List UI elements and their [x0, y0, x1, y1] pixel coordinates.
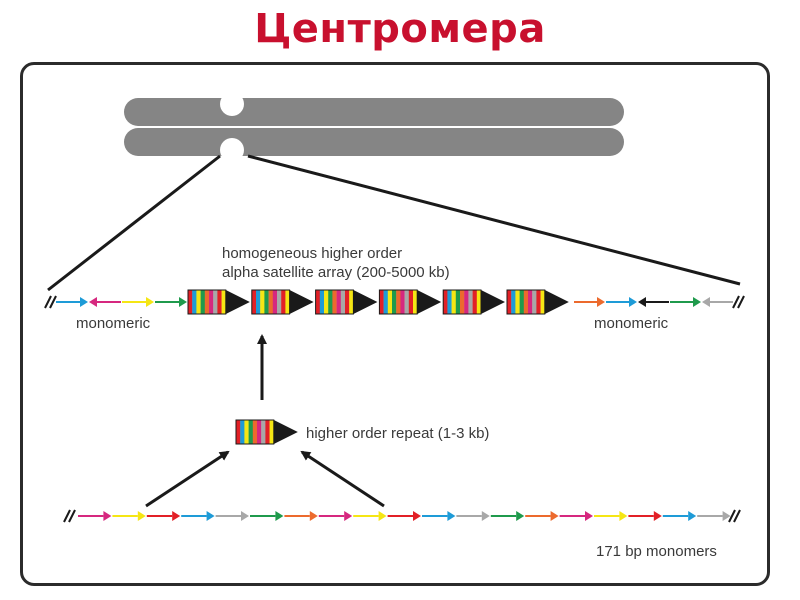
monomer-arrow — [284, 511, 318, 521]
monomeric-label-left: monomeric — [76, 315, 151, 332]
monomer-arrow — [181, 511, 215, 521]
zoom-line-left — [47, 154, 221, 292]
break-mark-left — [44, 295, 57, 309]
monomers-label: 171 bp monomers — [596, 543, 717, 560]
hor-label: higher order repeat (1-3 kb) — [306, 425, 489, 442]
hor-block — [506, 289, 569, 315]
monomer-chain — [78, 511, 731, 521]
monomer-arrow — [215, 511, 249, 521]
monomer-arrow — [628, 511, 662, 521]
hor-block — [378, 289, 442, 315]
monomer-arrow — [353, 511, 387, 521]
hor-block — [315, 289, 378, 315]
monomer-arrow — [89, 297, 121, 307]
monomer-arrow — [122, 297, 154, 307]
zoom-line-right — [247, 154, 741, 286]
centromere-constriction-lower — [220, 138, 244, 162]
monomer-arrow — [670, 297, 701, 307]
monomer-arrow — [594, 511, 628, 521]
hor-unit — [235, 419, 298, 445]
chromosome — [124, 92, 624, 162]
monomer-arrow — [456, 511, 490, 521]
monomeric-region-left — [56, 297, 187, 307]
monomer-arrow — [574, 297, 605, 307]
slide-title: Центромера — [254, 6, 546, 52]
assembly-arrow-left — [145, 450, 230, 508]
monomer-arrow — [422, 511, 456, 521]
chromatid-lower — [124, 128, 624, 156]
centromere-constriction-upper — [220, 92, 244, 116]
assembly-arrow-right — [300, 450, 385, 508]
monomer-arrow — [78, 511, 112, 521]
monomer-arrow — [606, 297, 637, 307]
array-label-line2: alpha satellite array (200-5000 kb) — [222, 264, 450, 281]
monomer-arrow — [638, 297, 669, 307]
hor-block — [187, 289, 250, 315]
monomer-arrow — [112, 511, 146, 521]
monomer-arrow — [250, 511, 284, 521]
hor-block — [442, 289, 505, 315]
monomer-arrow — [702, 297, 733, 307]
monomer-arrow — [155, 297, 187, 307]
monomeric-label-right: monomeric — [594, 315, 669, 332]
centromere-array-row — [44, 289, 745, 315]
break-mark-right — [732, 295, 745, 309]
break-mark-bottom-right — [728, 509, 741, 523]
break-mark-bottom-left — [63, 509, 76, 523]
chromatid-upper — [124, 98, 624, 126]
monomer-arrow — [146, 511, 181, 521]
monomer-arrow — [697, 511, 731, 521]
monomer-arrow — [490, 511, 525, 521]
hor-array — [187, 289, 569, 315]
array-label-line1: homogeneous higher order — [222, 245, 402, 262]
hor-block-single — [235, 419, 298, 445]
monomer-arrow — [318, 511, 353, 521]
monomer-arrow — [525, 511, 559, 521]
monomer-arrow — [56, 297, 88, 307]
monomer-arrow — [662, 511, 697, 521]
monomer-arrow — [559, 511, 593, 521]
monomer-arrow — [387, 511, 421, 521]
monomeric-region-right — [574, 297, 733, 307]
hor-block — [251, 289, 314, 315]
